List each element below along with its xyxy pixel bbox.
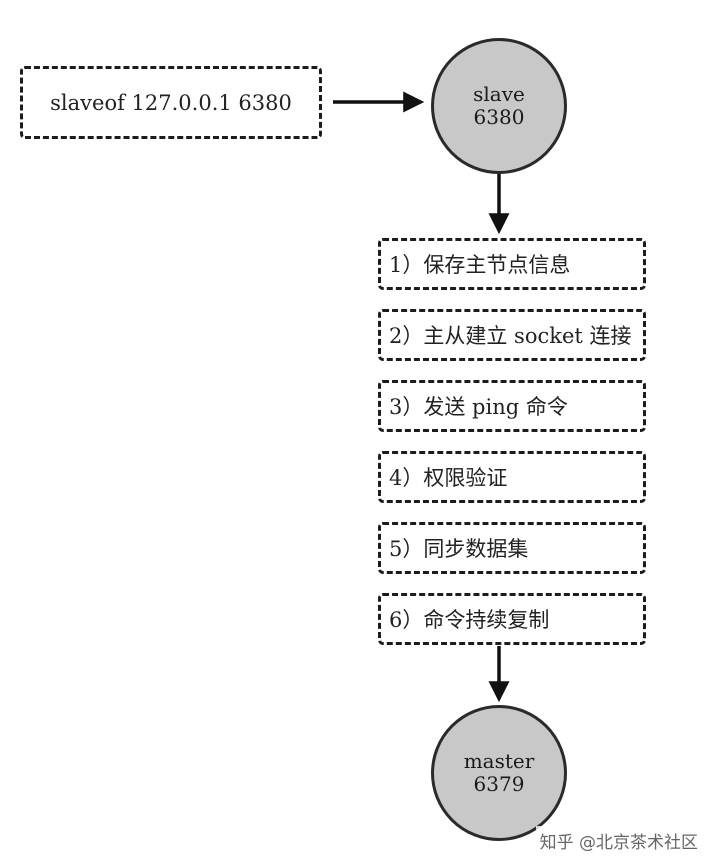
step-3-box: 3）发送 ping 命令 (378, 380, 646, 432)
step-6-text: 6）命令持续复制 (389, 608, 550, 632)
step-5-box: 5）同步数据集 (378, 522, 646, 574)
watermark: 知乎 @北京茶术社区 (535, 826, 702, 855)
step-1-text: 1）保存主节点信息 (389, 253, 571, 277)
slaveof-command-text: slaveof 127.0.0.1 6380 (50, 90, 292, 115)
slaveof-command-box: slaveof 127.0.0.1 6380 (20, 66, 322, 139)
step-4-box: 4）权限验证 (378, 451, 646, 503)
step-2-text: 2）主从建立 socket 连接 (389, 324, 632, 348)
slave-node-name: slave (473, 82, 525, 106)
slave-node-port: 6380 (473, 105, 525, 129)
master-node-name: master (463, 749, 535, 773)
slave-node: slave 6380 (431, 38, 567, 174)
master-node: master 6379 (431, 705, 567, 841)
master-node-port: 6379 (473, 772, 525, 796)
step-4-text: 4）权限验证 (389, 466, 508, 490)
step-3-text: 3）发送 ping 命令 (389, 395, 568, 419)
step-6-box: 6）命令持续复制 (378, 593, 646, 645)
step-1-box: 1）保存主节点信息 (378, 238, 646, 290)
step-2-box: 2）主从建立 socket 连接 (378, 309, 646, 361)
step-5-text: 5）同步数据集 (389, 537, 529, 561)
